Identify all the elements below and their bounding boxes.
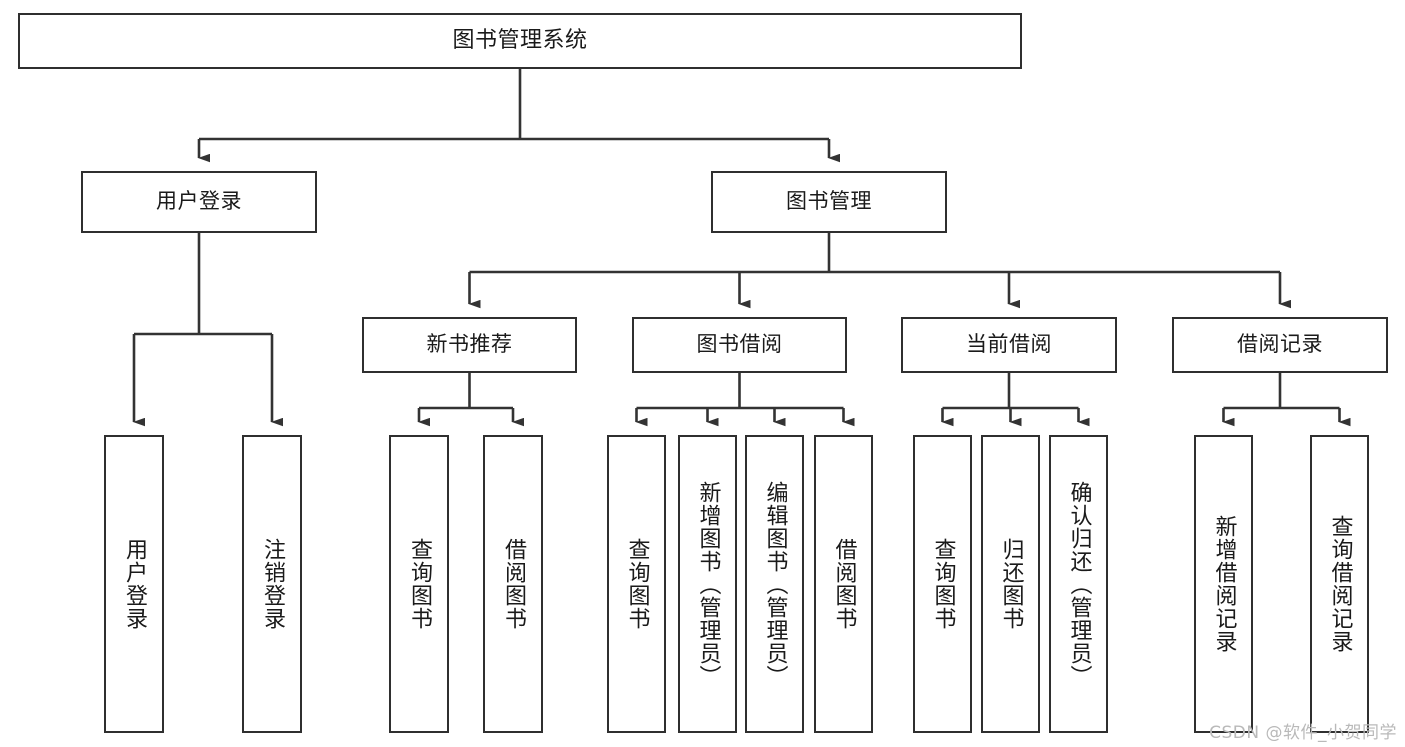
node-leaf-query-book-2-label: 查询图书 (624, 538, 650, 630)
node-leaf-edit-book-label: 编辑图书（管理员） (762, 480, 788, 688)
node-leaf-add-book[interactable]: 新增图书（管理员） (678, 435, 737, 733)
node-leaf-borrow-book-2-label: 借阅图书 (831, 538, 857, 630)
node-leaf-query-book-1[interactable]: 查询图书 (389, 435, 449, 733)
node-leaf-confirm-return[interactable]: 确认归还（管理员） (1049, 435, 1108, 733)
node-leaf-return-book[interactable]: 归还图书 (981, 435, 1040, 733)
node-leaf-confirm-return-label: 确认归还（管理员） (1066, 480, 1092, 688)
node-root[interactable]: 图书管理系统 (18, 13, 1022, 69)
node-new-book-rec-label: 新书推荐 (426, 332, 513, 357)
node-leaf-return-book-label: 归还图书 (998, 538, 1024, 630)
node-leaf-logout-label: 注销登录 (259, 538, 285, 630)
node-leaf-logout[interactable]: 注销登录 (242, 435, 302, 733)
node-leaf-borrow-book-1[interactable]: 借阅图书 (483, 435, 543, 733)
node-leaf-query-book-1-label: 查询图书 (406, 538, 432, 630)
node-user-login-label: 用户登录 (156, 189, 242, 214)
node-leaf-edit-book[interactable]: 编辑图书（管理员） (745, 435, 804, 733)
node-book-manage-label: 图书管理 (786, 189, 872, 214)
node-new-book-rec[interactable]: 新书推荐 (362, 317, 577, 373)
node-leaf-add-book-label: 新增图书（管理员） (695, 480, 721, 688)
node-user-login[interactable]: 用户登录 (81, 171, 317, 233)
node-book-borrow[interactable]: 图书借阅 (632, 317, 847, 373)
node-leaf-query-book-3-label: 查询图书 (930, 538, 956, 630)
node-root-label: 图书管理系统 (452, 27, 588, 53)
node-book-manage[interactable]: 图书管理 (711, 171, 947, 233)
node-leaf-query-book-3[interactable]: 查询图书 (913, 435, 972, 733)
node-leaf-user-login-label: 用户登录 (121, 538, 147, 630)
node-current-borrow-label: 当前借阅 (966, 332, 1052, 357)
node-leaf-borrow-book-2[interactable]: 借阅图书 (814, 435, 873, 733)
node-leaf-query-record-label: 查询借阅记录 (1327, 515, 1353, 653)
node-borrow-record[interactable]: 借阅记录 (1172, 317, 1388, 373)
node-leaf-add-record[interactable]: 新增借阅记录 (1194, 435, 1253, 733)
node-leaf-user-login[interactable]: 用户登录 (104, 435, 164, 733)
node-current-borrow[interactable]: 当前借阅 (901, 317, 1117, 373)
node-book-borrow-label: 图书借阅 (696, 332, 783, 357)
node-leaf-query-book-2[interactable]: 查询图书 (607, 435, 666, 733)
node-leaf-add-record-label: 新增借阅记录 (1211, 515, 1237, 653)
node-leaf-borrow-book-1-label: 借阅图书 (500, 538, 526, 630)
node-leaf-query-record[interactable]: 查询借阅记录 (1310, 435, 1369, 733)
node-borrow-record-label: 借阅记录 (1237, 332, 1323, 357)
